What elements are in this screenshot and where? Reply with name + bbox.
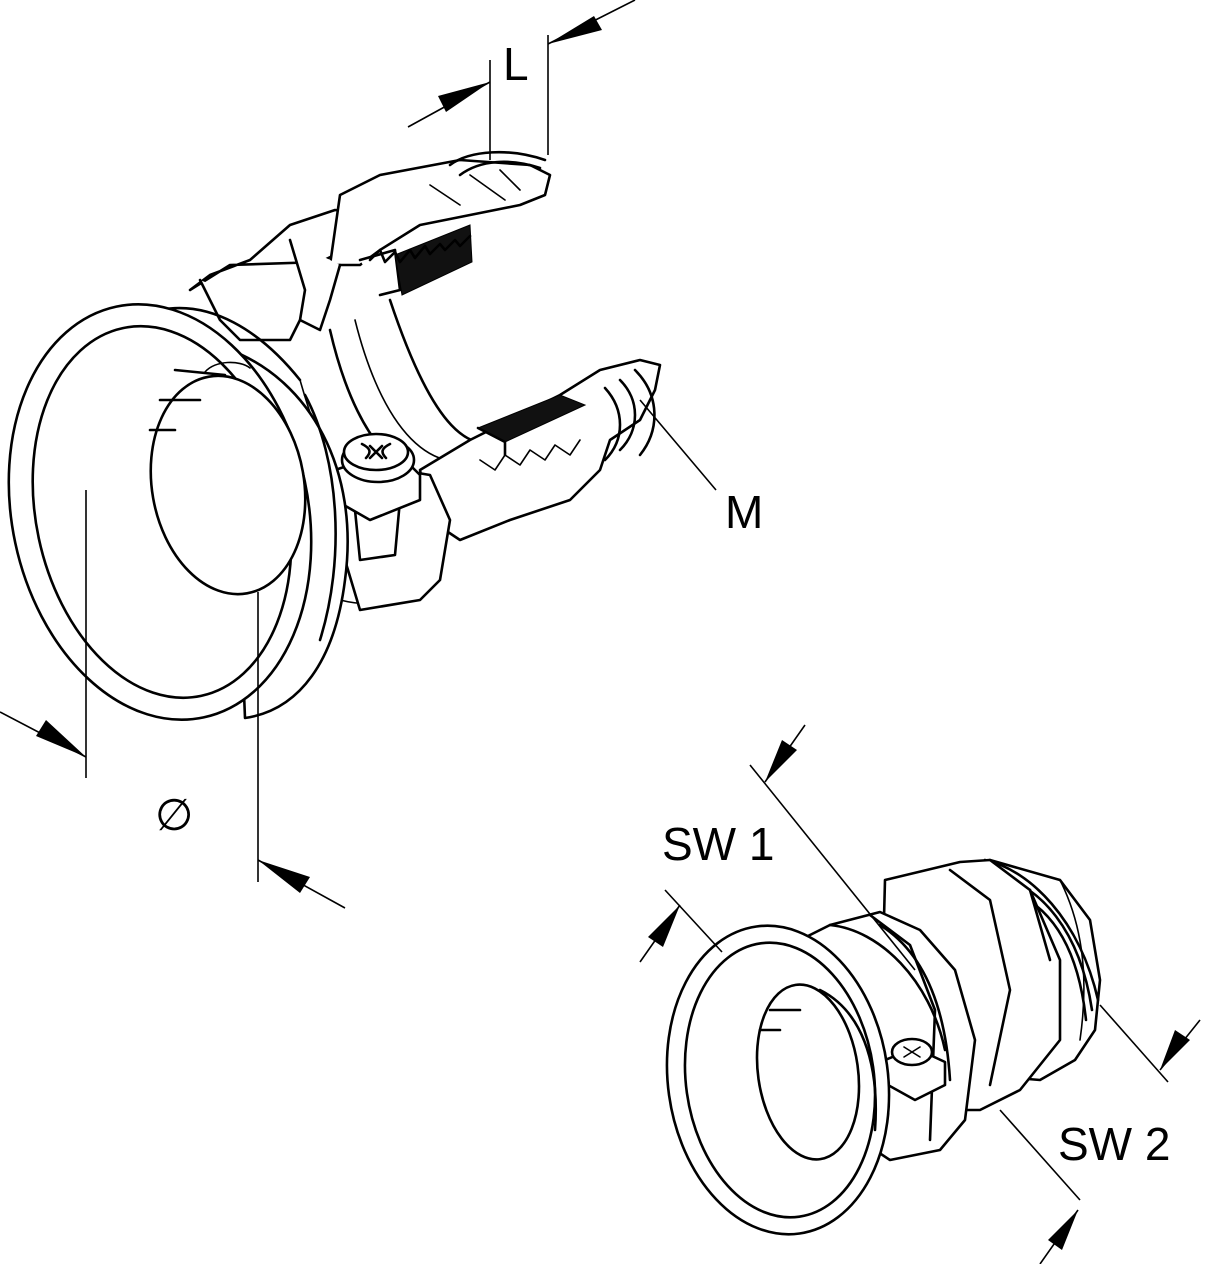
- lower-teeth-block: [476, 394, 587, 457]
- arrow-sw2-top: [1160, 1030, 1190, 1070]
- dimension-diameter: [0, 490, 346, 909]
- cutaway-gland-view: [7, 150, 662, 722]
- front-flange: [7, 302, 349, 722]
- arrow-l-right: [548, 16, 602, 44]
- arrow-sw2-bottom: [1048, 1210, 1078, 1250]
- assembled-gland-view: [665, 858, 1102, 1236]
- arrow-diameter-right: [258, 860, 310, 893]
- label-diameter: ∅: [155, 790, 193, 841]
- label-m: M: [725, 486, 763, 538]
- label-sw1: SW 1: [662, 818, 774, 870]
- clamp-screw: [333, 432, 422, 522]
- arrow-sw1-bottom: [648, 905, 680, 947]
- small-clamp-screw: [883, 1037, 947, 1102]
- label-sw2: SW 2: [1058, 1118, 1170, 1170]
- small-phillips-head-icon: [903, 1046, 921, 1058]
- phillips-head-icon: [360, 442, 392, 460]
- upper-teeth-block: [368, 224, 473, 296]
- dimension-sw2: [999, 1004, 1201, 1264]
- arrow-sw1-top: [765, 740, 797, 782]
- upper-seal-segment: [188, 150, 552, 342]
- dimension-sw1: [639, 724, 916, 971]
- arrow-l-left: [438, 82, 490, 112]
- arrow-diameter-left: [36, 720, 86, 757]
- small-front-flange: [665, 924, 891, 1236]
- leader-m: [639, 399, 717, 491]
- dimension-l: [407, 0, 636, 160]
- label-l: L: [503, 38, 529, 90]
